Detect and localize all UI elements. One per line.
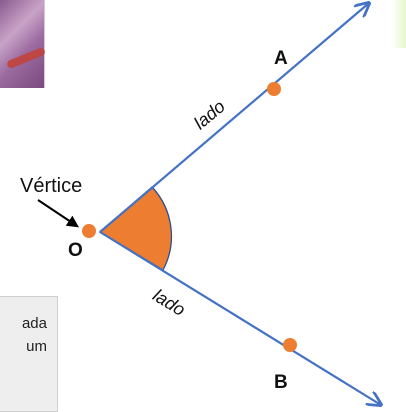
corner-tint: [392, 0, 406, 48]
vertex-marker: [82, 224, 96, 238]
origin-label: O: [68, 240, 83, 261]
vertex-pointer-arrow: [37, 199, 79, 228]
photo-thumbnail: [0, 0, 47, 88]
side-text-line-1: ada: [21, 315, 47, 332]
ray-lower: [99, 231, 381, 405]
side-text-box: ada um: [0, 296, 58, 412]
vertex-label: Vértice: [20, 175, 83, 197]
point-a-label: A: [274, 48, 288, 69]
ray-upper: [99, 3, 369, 233]
point-a-marker: [267, 82, 281, 96]
side-text-line-2: um: [26, 338, 47, 355]
point-b-label: B: [274, 372, 288, 393]
angle-sector: [98, 186, 173, 271]
point-b-marker: [283, 338, 297, 352]
